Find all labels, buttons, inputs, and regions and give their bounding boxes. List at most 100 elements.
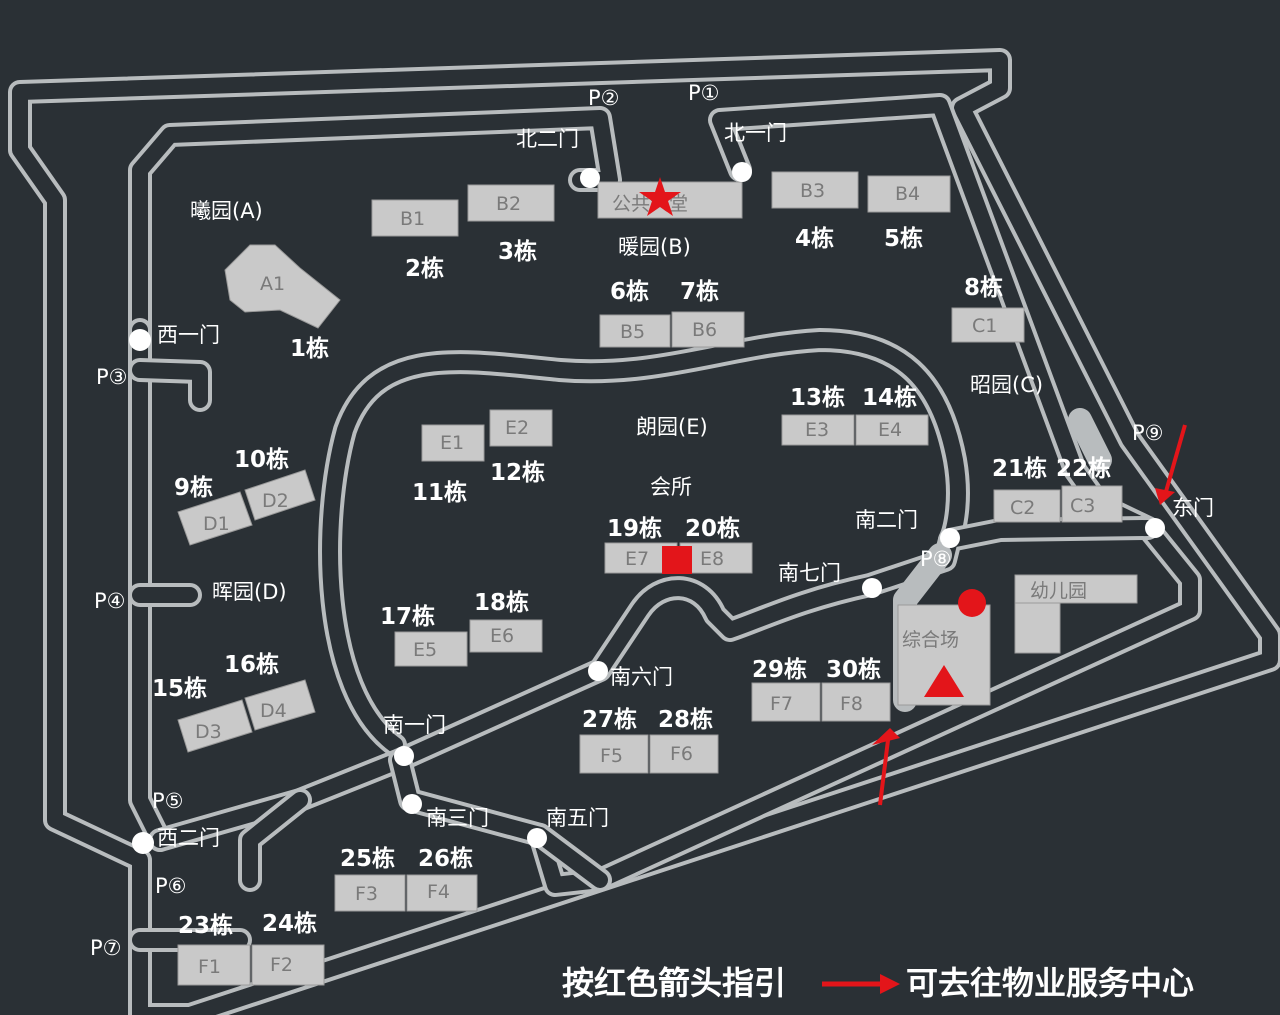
code-E1: E1 bbox=[440, 432, 464, 454]
building-D2[interactable] bbox=[244, 469, 316, 521]
building-kindergarten[interactable] bbox=[1014, 574, 1138, 604]
gate-dot-south1[interactable] bbox=[394, 746, 414, 766]
unit-24: 24栋 bbox=[262, 910, 317, 937]
building-E6[interactable] bbox=[469, 619, 543, 653]
code-E4: E4 bbox=[878, 419, 902, 441]
zone-labels: 曦园(A) 暖园(B) 昭园(C) 晖园(D) 朗园(E) 会所 bbox=[190, 199, 1043, 604]
building-B5[interactable] bbox=[599, 314, 671, 348]
building-D3[interactable] bbox=[177, 699, 253, 753]
east-arrow-icon bbox=[1163, 424, 1187, 496]
gate-dot-west1[interactable] bbox=[129, 329, 151, 351]
gate-dot-south6[interactable] bbox=[588, 661, 608, 681]
unit-9: 9栋 bbox=[174, 474, 213, 501]
service-center-dot-icon bbox=[958, 589, 986, 617]
unit-25: 25栋 bbox=[340, 845, 395, 872]
gate-dot-west2[interactable] bbox=[132, 832, 154, 854]
building-C2[interactable] bbox=[993, 489, 1061, 523]
code-B2: B2 bbox=[496, 193, 521, 215]
unit-28: 28栋 bbox=[658, 706, 713, 733]
unit-22: 22栋 bbox=[1056, 455, 1111, 482]
unit-labels: 1栋 2栋 3栋 4栋 5栋 6栋 7栋 8栋 9栋 10栋 11栋 12栋 1… bbox=[152, 225, 1111, 939]
building-E1[interactable] bbox=[421, 424, 485, 462]
route-arrow-icon bbox=[878, 739, 890, 806]
route-arrow-head-icon bbox=[872, 728, 900, 745]
code-F4: F4 bbox=[427, 881, 450, 903]
code-F3: F3 bbox=[355, 883, 378, 905]
building-B4[interactable] bbox=[867, 175, 951, 213]
gate-dot-south7[interactable] bbox=[862, 578, 882, 598]
building-F4[interactable] bbox=[406, 874, 478, 912]
gate-dot-south3[interactable] bbox=[402, 794, 422, 814]
zone-D-label: 晖园(D) bbox=[212, 580, 287, 604]
zone-C-label: 昭园(C) bbox=[970, 373, 1043, 397]
building-E4[interactable] bbox=[855, 414, 929, 446]
gate-north2-label: 北二门 bbox=[516, 127, 579, 151]
building-B2[interactable] bbox=[467, 184, 555, 222]
triangle-icon bbox=[924, 665, 964, 697]
legend-arrow-head-icon bbox=[880, 974, 900, 994]
zone-E-label: 朗园(E) bbox=[636, 415, 708, 439]
code-F1: F1 bbox=[198, 956, 221, 978]
building-C1[interactable] bbox=[951, 307, 1025, 343]
outer-road bbox=[8, 48, 1280, 1015]
building-F8[interactable] bbox=[821, 682, 891, 722]
gate-dot-north2[interactable] bbox=[580, 168, 600, 188]
unit-20: 20栋 bbox=[685, 515, 740, 542]
parking-p7: P⑦ bbox=[90, 936, 122, 960]
unit-5: 5栋 bbox=[884, 225, 923, 252]
buildings: A1 B1 B2 公共大堂 B3 B4 B5 B6 C1 E1 E2 E3 E4… bbox=[177, 171, 1138, 986]
building-D1[interactable] bbox=[177, 491, 253, 546]
kindergarten-yard bbox=[1014, 602, 1061, 654]
gate-dot-east[interactable] bbox=[1145, 518, 1165, 538]
red-markers bbox=[639, 177, 1187, 806]
code-B5: B5 bbox=[620, 321, 645, 343]
code-F6: F6 bbox=[670, 743, 693, 765]
zone-B-label: 暖园(B) bbox=[618, 235, 691, 259]
kindergarten-label: 幼儿园 bbox=[1030, 580, 1087, 602]
building-F2[interactable] bbox=[251, 944, 325, 986]
building-C3[interactable] bbox=[1061, 485, 1123, 523]
gate-south3-label: 南三门 bbox=[426, 806, 489, 830]
gate-north1-label: 北一门 bbox=[724, 121, 787, 145]
building-E5[interactable] bbox=[394, 631, 468, 667]
building-D4[interactable] bbox=[244, 679, 316, 731]
unit-26: 26栋 bbox=[418, 845, 473, 872]
building-F6[interactable] bbox=[649, 734, 719, 774]
gate-south1-label: 南一门 bbox=[383, 713, 446, 737]
code-E6: E6 bbox=[490, 625, 514, 647]
building-F5[interactable] bbox=[579, 734, 649, 774]
building-F1[interactable] bbox=[177, 944, 251, 986]
gate-south7-label: 南七门 bbox=[778, 561, 841, 585]
code-D1: D1 bbox=[203, 513, 230, 535]
unit-30: 30栋 bbox=[826, 656, 881, 683]
gate-dot-north1[interactable] bbox=[732, 162, 752, 182]
gate-west1-label: 西一门 bbox=[157, 323, 220, 347]
code-D4: D4 bbox=[260, 700, 287, 722]
gate-dots bbox=[129, 162, 1165, 854]
code-C2: C2 bbox=[1010, 497, 1035, 519]
gate-labels: 北二门 北一门 西一门 西二门 东门 南二门 南七门 南六门 南一门 南三门 南… bbox=[157, 121, 1214, 850]
gate-dot-south2[interactable] bbox=[940, 528, 960, 548]
building-F7[interactable] bbox=[751, 682, 821, 722]
code-E3: E3 bbox=[805, 419, 829, 441]
unit-6: 6栋 bbox=[610, 278, 649, 305]
building-F3[interactable] bbox=[334, 874, 406, 912]
building-B6[interactable] bbox=[671, 311, 745, 348]
parking-p4: P④ bbox=[94, 589, 126, 613]
unit-27: 27栋 bbox=[582, 706, 637, 733]
unit-1: 1栋 bbox=[290, 335, 329, 362]
unit-18: 18栋 bbox=[474, 589, 529, 616]
building-E3[interactable] bbox=[781, 414, 855, 446]
code-B1: B1 bbox=[400, 208, 425, 230]
unit-7: 7栋 bbox=[680, 278, 719, 305]
building-A1[interactable] bbox=[224, 244, 341, 329]
code-E8: E8 bbox=[700, 548, 724, 570]
building-B3[interactable] bbox=[771, 171, 859, 209]
building-B1[interactable] bbox=[371, 199, 459, 237]
clubhouse-label: 会所 bbox=[650, 475, 692, 499]
zone-A-label: 曦园(A) bbox=[190, 199, 263, 223]
gate-dot-south5[interactable] bbox=[527, 828, 547, 848]
sports-label: 综合场 bbox=[902, 629, 959, 651]
building-E2[interactable] bbox=[489, 409, 553, 447]
